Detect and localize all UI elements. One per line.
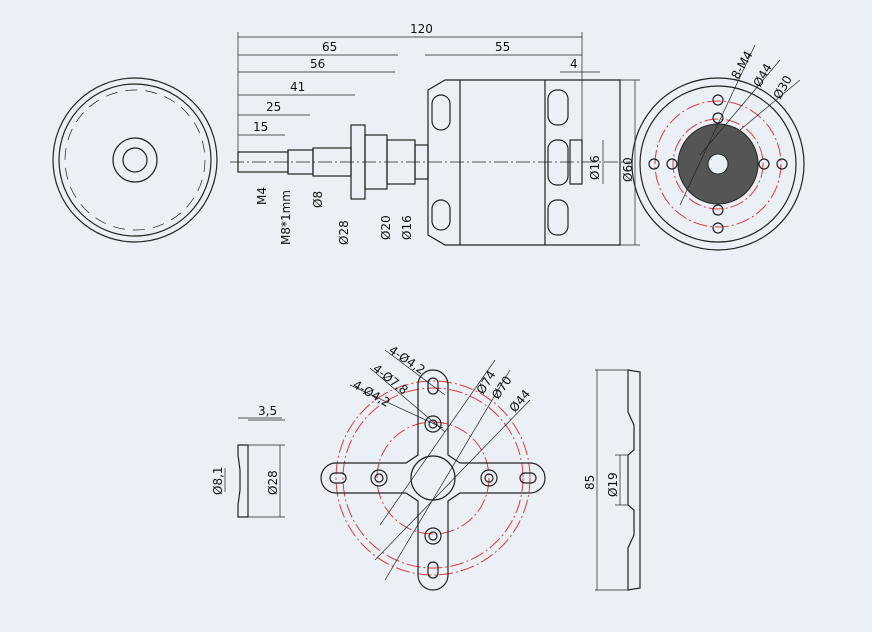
dim-41: 41 [290,80,305,94]
cross-mount-view [320,349,546,591]
label-shaft-d8: Ø8 [311,191,325,208]
label-body-d16: Ø16 [588,155,602,180]
dim-overall-length: 120 [410,22,433,36]
motor-back-view [631,44,805,251]
label-thread: M8*1mm [279,190,293,245]
mount-side-view [595,369,641,591]
label-mount-height: 85 [583,475,597,490]
label-d16: Ø16 [400,215,414,240]
dim-to-flange: 65 [322,40,337,54]
label-back-d44: Ø44 [750,61,774,89]
label-m4: M4 [255,187,269,205]
dim-25: 25 [266,100,281,114]
label-d28: Ø28 [337,220,351,245]
motor-front-view [52,77,218,243]
dim-body-length: 55 [495,40,510,54]
label-adapter-thickness: 3,5 [258,404,277,418]
dim-56: 56 [310,57,325,71]
label-8-m4: 8-M4 [728,49,755,82]
label-mount-bore: Ø19 [606,472,620,497]
label-adapter-outer: Ø28 [266,470,280,495]
label-adapter-bore: Ø8,1 [211,466,225,495]
prop-adapter-view [224,417,285,518]
motor-side-view [230,32,640,246]
dim-15: 15 [253,120,268,134]
dim-4: 4 [570,57,578,71]
label-d20: Ø20 [379,215,393,240]
